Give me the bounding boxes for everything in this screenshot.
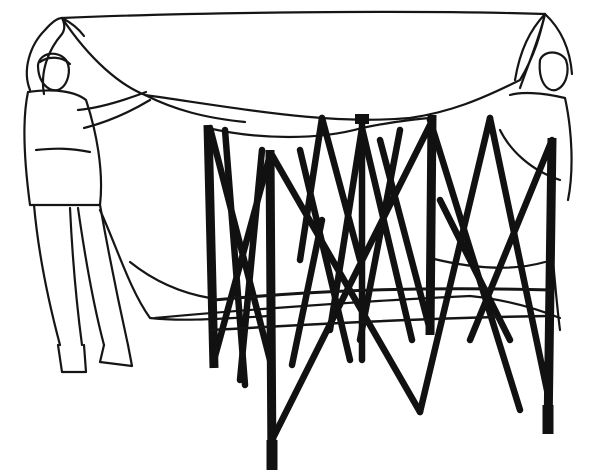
frame-leg xyxy=(430,115,432,335)
person-left xyxy=(24,18,150,372)
frame-leg xyxy=(208,125,214,368)
canopy-frame xyxy=(208,114,552,470)
frame-leg xyxy=(270,150,272,468)
